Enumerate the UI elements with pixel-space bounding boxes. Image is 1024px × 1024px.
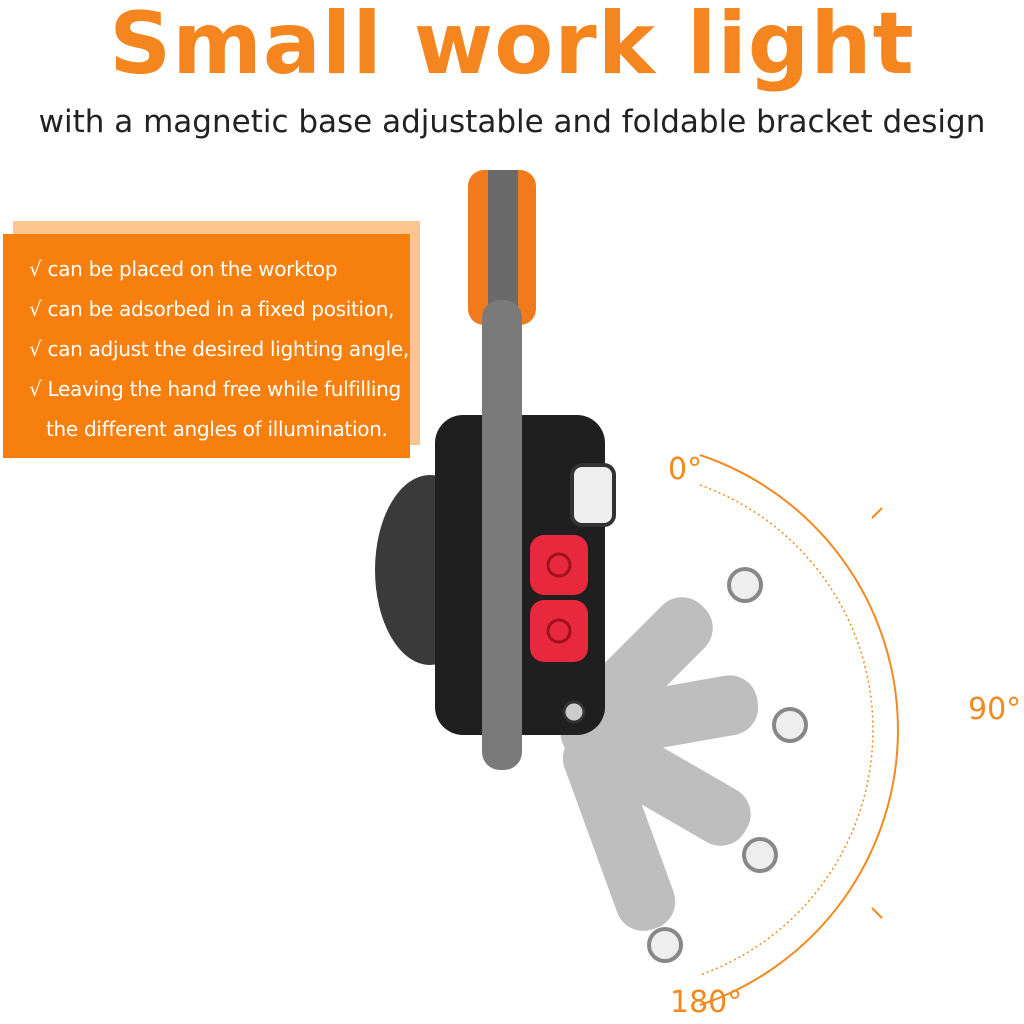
page-subtitle: with a magnetic base adjustable and fold… — [38, 104, 986, 140]
feature-item: √ can be placed on the worktop — [29, 257, 338, 281]
feature-item: the different angles of illumination. — [46, 417, 388, 441]
bracket-plate — [482, 300, 522, 770]
angle-arc-dotted — [699, 484, 874, 976]
power-button-1 — [530, 535, 588, 595]
angle-label-0: 0° — [668, 452, 703, 487]
page-title: Small work light — [109, 0, 915, 94]
bracket-arm-ghosts — [559, 597, 759, 931]
angle-label-180: 180° — [670, 985, 743, 1020]
feature-box: √ can be placed on the worktop √ can be … — [3, 234, 410, 458]
angle-arc — [699, 454, 899, 1006]
angle-label-90: 90° — [968, 692, 1022, 727]
feature-item: √ can be adsorbed in a fixed position, — [29, 297, 395, 321]
feature-item: √ can adjust the desired lighting angle, — [29, 337, 409, 361]
feature-item: √ Leaving the hand free while fulfilling — [29, 377, 401, 401]
power-button-2 — [530, 600, 588, 662]
